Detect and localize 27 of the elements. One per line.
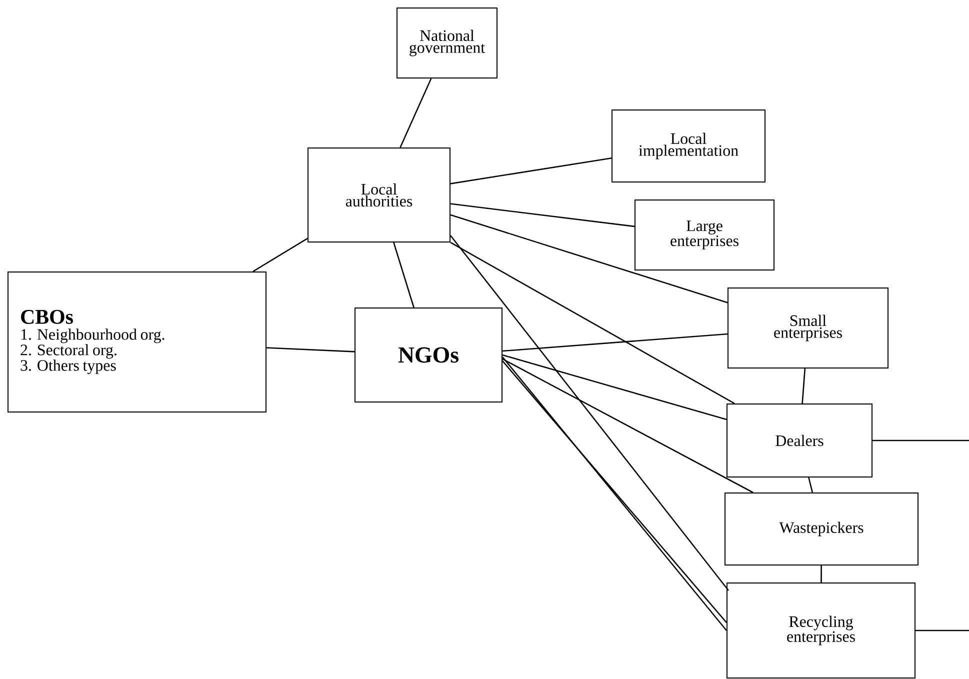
org-box: Local authorities [308, 148, 450, 242]
connector-line [808, 477, 814, 493]
org-box: Large enterprises [634, 200, 774, 270]
connector-line [820, 565, 822, 582]
connector-line [266, 347, 355, 352]
org-box: Small enterprises [728, 288, 888, 368]
org-box: National government [396, 8, 498, 78]
connector-line [450, 203, 635, 228]
org-box: Dealers [726, 404, 872, 478]
connector-line [450, 242, 735, 404]
connector-line [252, 238, 308, 272]
connector-line [450, 235, 729, 591]
connector-line [450, 158, 612, 184]
connector-line [916, 630, 969, 632]
connector-line [400, 78, 432, 148]
org-box: CBOs 1. Neighbourhood org. 2. Sectoral org. 3. Others types [8, 272, 266, 412]
connector-line [393, 242, 414, 308]
connector-line [502, 333, 728, 352]
connector-line [450, 214, 728, 304]
connector-line [502, 358, 754, 494]
org-box: Wastepickers [724, 492, 918, 566]
org-box: Local implementation [612, 110, 766, 182]
connector-line [872, 440, 969, 442]
org-box: NGOs [354, 308, 502, 402]
connector-line [802, 368, 806, 404]
org-box: Recycling enterprises [726, 582, 916, 678]
connector-line [502, 354, 727, 420]
